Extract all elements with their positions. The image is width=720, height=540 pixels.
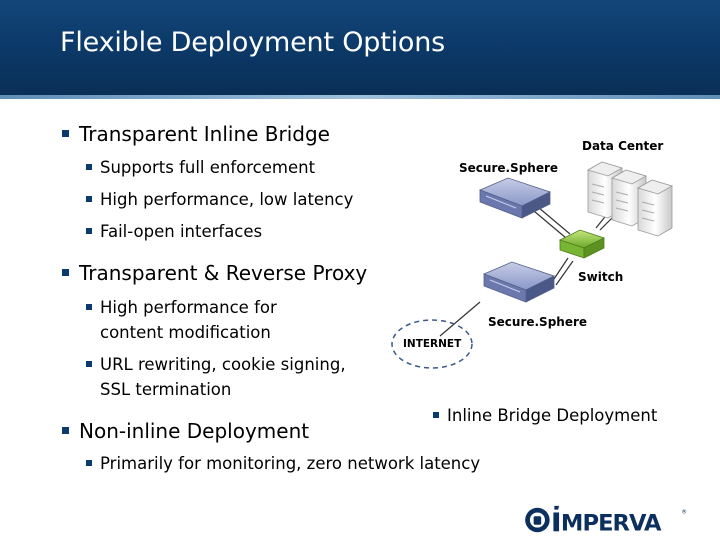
data-center-servers-icon bbox=[586, 161, 674, 237]
bullet-reverse-proxy: Transparent & Reverse Proxy bbox=[62, 261, 367, 285]
bullet-marker bbox=[62, 427, 69, 434]
sub-bullet-text: Fail-open interfaces bbox=[100, 222, 263, 241]
sub-bullet-text: High performance for bbox=[100, 298, 277, 317]
internet-cloud-icon bbox=[391, 319, 473, 369]
connection-lines bbox=[439, 201, 619, 337]
bullet-marker bbox=[433, 411, 439, 418]
secure-sphere-top-label: Secure.Sphere bbox=[459, 161, 559, 175]
secure-sphere-bottom-label: Secure.Sphere bbox=[488, 315, 588, 329]
sub-bullet-text-continued: content modification bbox=[100, 323, 271, 342]
slide-header bbox=[0, 0, 720, 95]
bullet-marker bbox=[62, 130, 69, 137]
slide-title: Flexible Deployment Options bbox=[60, 27, 445, 58]
bullet-marker bbox=[86, 360, 92, 367]
bullet-marker bbox=[86, 459, 92, 466]
caption-text: Inline Bridge Deployment bbox=[447, 406, 658, 425]
internet-label: INTERNET bbox=[403, 338, 462, 350]
sub-bullet: Primarily for monitoring, zero network l… bbox=[86, 451, 480, 476]
sub-bullet: High performance, low latency bbox=[86, 187, 353, 212]
svg-text:MPERVA: MPERVA bbox=[561, 510, 662, 536]
sub-bullet-text: Supports full enforcement bbox=[100, 158, 316, 177]
bullet-marker bbox=[62, 269, 69, 276]
svg-text:®: ® bbox=[681, 508, 687, 515]
sub-bullet: High performance for content modificatio… bbox=[86, 295, 277, 345]
secure-sphere-bottom-appliance-icon bbox=[482, 261, 556, 303]
bullet-marker bbox=[86, 303, 92, 310]
sub-bullet: URL rewriting, cookie signing, SSL termi… bbox=[86, 352, 346, 402]
bullet-inline-bridge: Transparent Inline Bridge bbox=[62, 122, 330, 146]
bullet-text: Transparent & Reverse Proxy bbox=[79, 261, 368, 285]
sub-bullet-text: Primarily for monitoring, zero network l… bbox=[100, 454, 481, 473]
sub-bullet-text: URL rewriting, cookie signing, bbox=[100, 355, 346, 374]
sub-bullet-text: High performance, low latency bbox=[100, 190, 354, 209]
bullet-marker bbox=[86, 227, 92, 234]
sub-bullet-text-continued: SSL termination bbox=[100, 380, 232, 399]
sub-bullet: Fail-open interfaces bbox=[86, 219, 262, 244]
imperva-logo: MPERVA ® bbox=[525, 505, 687, 536]
bullet-marker bbox=[86, 163, 92, 170]
bullet-text: Non-inline Deployment bbox=[79, 419, 310, 443]
header-divider bbox=[0, 95, 720, 99]
sub-bullet: Supports full enforcement bbox=[86, 155, 315, 180]
data-center-label: Data Center bbox=[582, 139, 664, 153]
bullet-non-inline: Non-inline Deployment bbox=[62, 419, 309, 443]
bullet-marker bbox=[86, 195, 92, 202]
bullet-text: Transparent Inline Bridge bbox=[79, 122, 330, 146]
diagram-caption: Inline Bridge Deployment bbox=[433, 406, 657, 425]
switch-label: Switch bbox=[578, 270, 624, 284]
switch-icon bbox=[558, 229, 606, 259]
secure-sphere-top-appliance-icon bbox=[478, 177, 552, 219]
